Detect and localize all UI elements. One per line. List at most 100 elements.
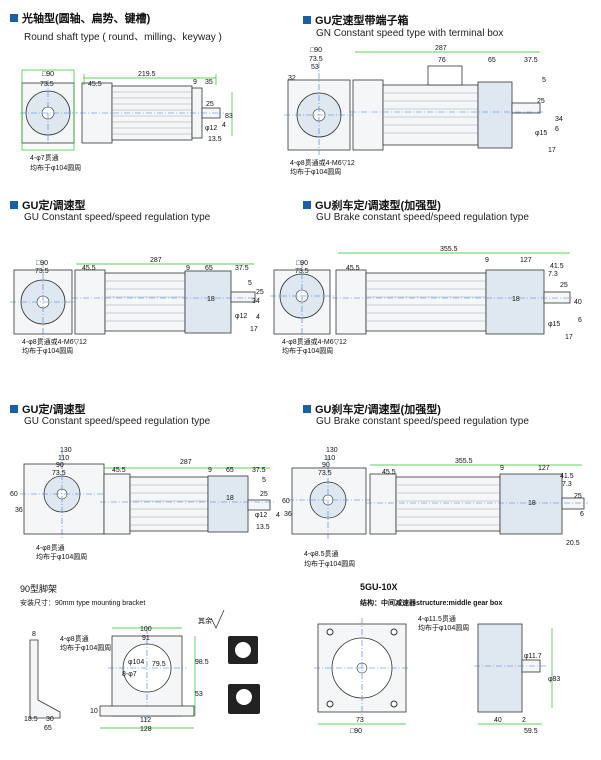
bracket-photo-icon bbox=[228, 636, 260, 714]
dim-label: 8-φ7 bbox=[122, 671, 137, 678]
dim-label: 60 bbox=[10, 491, 18, 498]
hole-note: 均布于φ104圆周 bbox=[36, 552, 87, 561]
dim-label: 76 bbox=[438, 57, 446, 64]
dim-label: 73 bbox=[356, 717, 364, 724]
section-4-subtitle: GU Brake constant speed/speed regulation… bbox=[316, 212, 529, 223]
dim-label: 127 bbox=[538, 465, 550, 472]
dim-label: 91 bbox=[142, 635, 150, 642]
section-marker-icon bbox=[10, 14, 18, 22]
hole-note: 4-φ8.5贯通 bbox=[304, 549, 339, 558]
dim-label: φ83 bbox=[548, 676, 560, 683]
dim-label: 53 bbox=[195, 691, 203, 698]
dim-label: 25 bbox=[574, 493, 582, 500]
dim-label: 4 bbox=[222, 122, 226, 129]
section-marker-icon bbox=[303, 16, 311, 24]
dim-label: 65 bbox=[205, 265, 213, 272]
dim-label: 73.5 bbox=[318, 470, 332, 477]
dim-label: 36 bbox=[15, 507, 23, 514]
dim-label: 65 bbox=[488, 57, 496, 64]
hole-note: 均布于φ104圆周 bbox=[304, 559, 355, 568]
section-4-title: GU刹车定/调速型(加强型) bbox=[303, 197, 441, 213]
dim-label: 13.5 bbox=[208, 136, 222, 143]
dim-label: 25 bbox=[260, 491, 268, 498]
dim-label: 59.5 bbox=[524, 728, 538, 735]
hole-note: 4-φ8贯通 bbox=[60, 634, 89, 643]
dim-label: 32 bbox=[288, 75, 296, 82]
hole-note: 均布于φ104圆周 bbox=[290, 167, 341, 176]
dim-label: 34 bbox=[252, 298, 260, 305]
dim-label: 355.5 bbox=[440, 246, 458, 253]
dim-label: 9 bbox=[500, 465, 504, 472]
dim-label: 130 bbox=[60, 447, 72, 454]
dim-label: 25 bbox=[560, 282, 568, 289]
dim-label: 7.3 bbox=[548, 271, 558, 278]
dim-label: 37.5 bbox=[252, 467, 266, 474]
dim-label: 4 bbox=[276, 512, 280, 519]
dim-label: 25 bbox=[537, 98, 545, 105]
dim-label: 6 bbox=[555, 126, 559, 133]
section-2-subtitle: GN Constant speed type with terminal box bbox=[316, 28, 504, 39]
dim-label: 37.5 bbox=[235, 265, 249, 272]
dim-label: 34 bbox=[555, 116, 563, 123]
dim-label: 53 bbox=[311, 64, 319, 71]
dim-label: 18 bbox=[528, 500, 536, 507]
dim-label: φ12 bbox=[235, 313, 247, 320]
dim-label: 5 bbox=[262, 477, 266, 484]
dim-label: 36 bbox=[284, 511, 292, 518]
dim-label: 6 bbox=[580, 511, 584, 518]
section-6-title: GU刹车定/调速型(加强型) bbox=[303, 401, 441, 417]
dim-label: □90 bbox=[36, 260, 48, 267]
hole-note: 均布于φ104圆周 bbox=[418, 623, 469, 632]
surface-finish-label: 其余 bbox=[198, 616, 212, 625]
dim-label: 25 bbox=[256, 289, 264, 296]
dim-label: 4 bbox=[256, 314, 260, 321]
dim-label: □90 bbox=[296, 260, 308, 267]
dim-label: 45.5 bbox=[112, 467, 126, 474]
dim-label: 17 bbox=[250, 326, 258, 333]
dim-label: 6 bbox=[578, 317, 582, 324]
dim-label: φ15 bbox=[535, 130, 547, 137]
dim-label: 9 bbox=[186, 265, 190, 272]
section-marker-icon bbox=[10, 201, 18, 209]
dim-label: 30 bbox=[46, 716, 54, 723]
dim-label: 65 bbox=[226, 467, 234, 474]
dim-label: 60 bbox=[282, 498, 290, 505]
dim-label: 7.3 bbox=[562, 481, 572, 488]
dim-label: 9 bbox=[208, 467, 212, 474]
hole-note: 4-φ7贯通 bbox=[30, 153, 59, 162]
dim-label: 110 bbox=[58, 455, 69, 462]
dim-label: 37.5 bbox=[524, 57, 538, 64]
dim-label: 355.5 bbox=[455, 458, 473, 465]
dim-label: □90 bbox=[42, 71, 54, 78]
dim-label: 18 bbox=[226, 495, 234, 502]
finish-symbol-icon bbox=[210, 609, 225, 629]
dim-label: 25 bbox=[206, 101, 214, 108]
section-7-subtitle: 安装尺寸：90mm type mounting bracket bbox=[20, 600, 146, 607]
hole-note: 4-φ8贯通或4-M6▽12 bbox=[282, 337, 347, 346]
section-marker-icon bbox=[10, 405, 18, 413]
dim-label: 18.5 bbox=[24, 716, 38, 723]
hole-note: 均布于φ104圆周 bbox=[30, 163, 81, 172]
hole-note: 4-φ8贯通或4-M6▽12 bbox=[290, 158, 355, 167]
section-3-title: GU定/调速型 bbox=[10, 197, 86, 213]
dim-label: φ11.7 bbox=[524, 653, 542, 660]
section-6-subtitle: GU Brake constant speed/speed regulation… bbox=[316, 416, 529, 427]
section-7-title: 90型脚架 bbox=[20, 584, 58, 594]
dim-label: 18 bbox=[207, 296, 215, 303]
hole-note: 4-φ8贯通 bbox=[36, 543, 65, 552]
dim-label: 73.5 bbox=[309, 56, 323, 63]
dim-label: 65 bbox=[44, 725, 52, 732]
dim-label: 5 bbox=[542, 77, 546, 84]
dim-label: □90 bbox=[310, 47, 322, 54]
dim-label: 83 bbox=[225, 113, 233, 120]
dim-label: 219.5 bbox=[138, 71, 156, 78]
dim-label: 17 bbox=[548, 147, 556, 154]
dim-label: 5 bbox=[248, 280, 252, 287]
dim-label: 110 bbox=[324, 455, 335, 462]
